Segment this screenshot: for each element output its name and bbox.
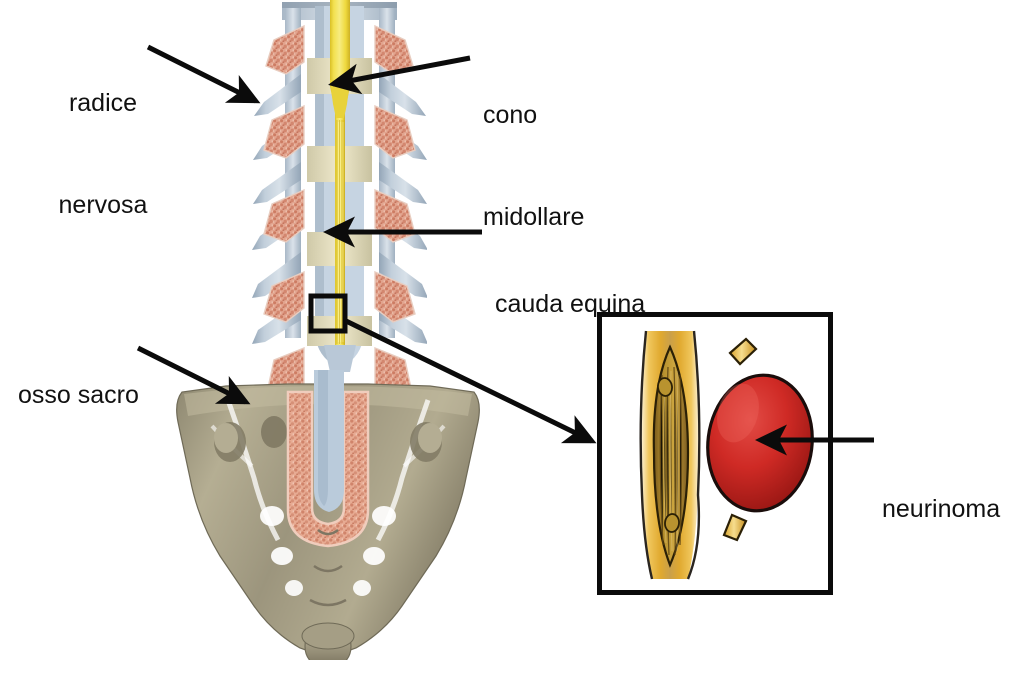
label-radice-nervosa: radice nervosa <box>18 18 188 290</box>
label-cono-midollare-line1: cono <box>483 101 538 129</box>
label-neurinoma: neurinoma <box>882 424 1000 594</box>
label-neurinoma-line1: neurinoma <box>882 495 1001 523</box>
label-cono-midollare-line2: midollare <box>483 203 585 231</box>
label-radice-nervosa-line2: nervosa <box>58 191 148 219</box>
sacrum-illustration <box>176 370 480 660</box>
label-osso-sacro-line1: osso sacro <box>18 381 139 409</box>
neurinoma-mass-graphic <box>706 337 814 542</box>
neurinoma-detail-artwork <box>639 330 814 580</box>
label-radice-nervosa-line1: radice <box>68 89 138 117</box>
label-osso-sacro: osso sacro <box>18 310 139 480</box>
label-cono-midollare: cono midollare <box>483 30 584 302</box>
label-cauda-equina: cauda equina <box>495 219 645 389</box>
label-cauda-equina-line1: cauda equina <box>495 290 646 318</box>
lumbar-spine-illustration <box>252 0 427 397</box>
nerve-bundle-graphic <box>639 330 701 580</box>
